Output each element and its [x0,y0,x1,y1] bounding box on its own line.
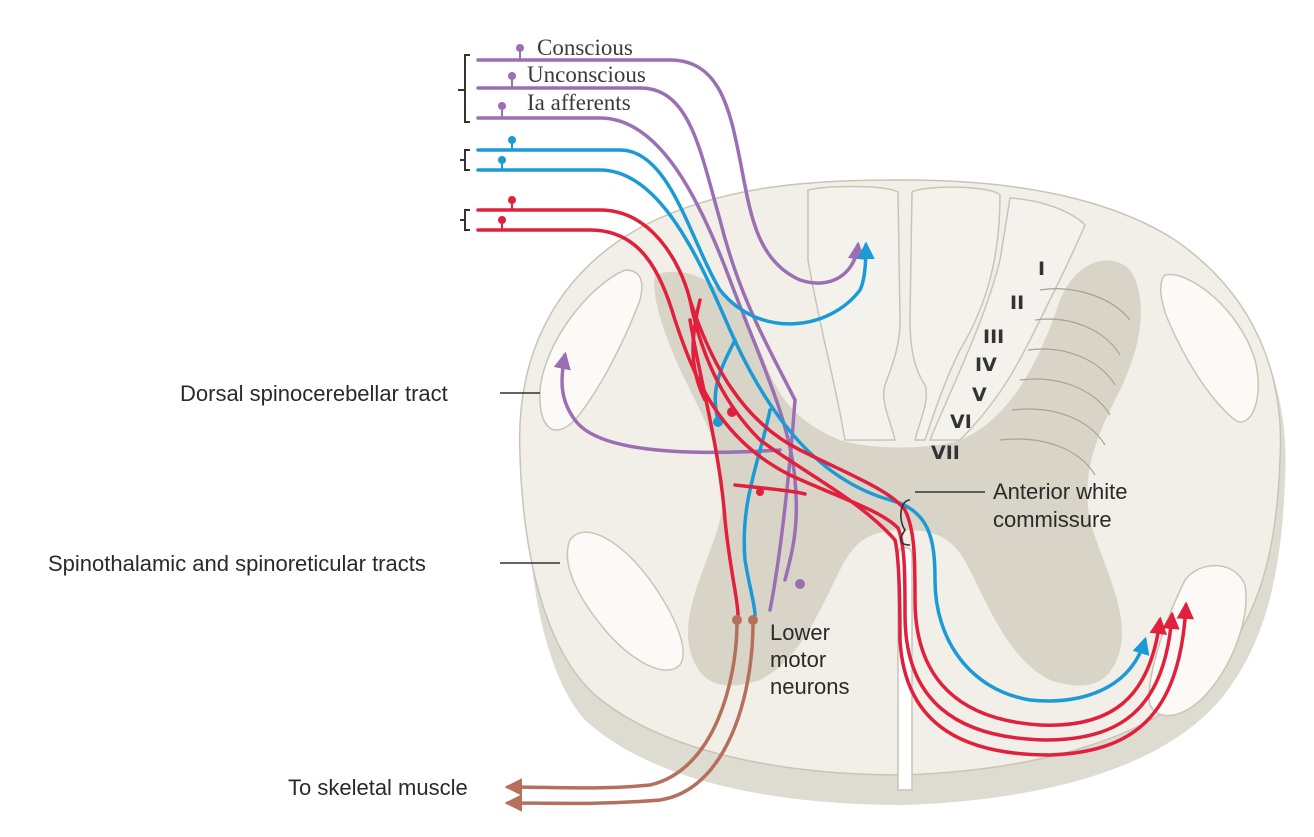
blue-receptor-1 [508,136,516,144]
dorsal-funiculus-right [928,197,1086,441]
purple-lmn-path [768,398,797,612]
blue-crossing-path [476,168,1150,703]
purple-terminal-ia [795,579,805,589]
lamina-I-label: I [1038,258,1045,280]
red-path-2 [476,228,1180,742]
purple-dorsal-spinocerebellar [553,351,782,455]
blue-lmn-path [742,408,772,617]
motor-neuron-2 [748,615,758,625]
blue-receptor-2 [498,156,506,164]
purple-receptor-3 [498,102,506,110]
red-synapse-1 [727,407,737,417]
blue-dorsal-path [476,148,875,326]
skeletal-muscle-label: To skeletal muscle [288,775,468,800]
lamina-IV-label: IV [975,354,997,376]
lateral-column-right [1160,273,1259,423]
purple-ia-path [476,116,799,582]
purple-receptor-2 [508,72,516,80]
afferent-brackets [458,54,470,231]
lamina-III-label: III [983,326,1004,348]
red-pathways [476,196,1195,757]
lamina-V-label: V [972,384,987,406]
lower-motor-label-3: neurons [770,674,850,699]
red-collateral [733,483,807,496]
red-synapse-2 [756,488,764,496]
anterior-commissure-label-1: Anterior white [993,479,1128,504]
lateral-column-left [539,269,643,431]
purple-unconscious-path [476,86,797,402]
motor-output [504,615,758,812]
purple-receptor-1 [516,44,524,52]
purple-conscious-path [476,58,866,285]
anterolateral-column-left [566,531,684,671]
lower-motor-label-1: Lower [770,620,830,645]
conscious-label: Conscious [537,35,633,60]
red-lmn-path [688,318,740,617]
unconscious-label: Unconscious [527,62,646,87]
ia-afferents-label: Ia afferents [527,90,631,115]
motor-neuron-1 [732,615,742,625]
laminae-lines [999,288,1131,476]
purple-pathways [476,44,866,612]
lamina-VII-label: VII [931,442,960,464]
motor-axon-2 [504,620,755,812]
leader-lines [500,392,985,564]
spinal-cord-section [518,179,1286,805]
red-path-3 [688,298,1195,757]
dorsal-spinocerebellar-label: Dorsal spinocerebellar tract [180,381,448,406]
blue-bracket [460,149,470,171]
red-receptor-1 [508,196,516,204]
lamina-VI-label: VI [950,411,972,433]
commissure-brace [900,499,911,546]
lamina-II-label: II [1010,292,1024,314]
purple-bracket [464,54,470,123]
red-receptor-2 [498,216,506,224]
red-bracket [460,209,470,231]
red-interneuron [691,298,707,402]
spinothalamic-label: Spinothalamic and spinoreticular tracts [48,551,426,576]
motor-axon-1 [504,620,739,796]
posterior-column-left [807,185,901,441]
lower-motor-label-2: motor [770,647,826,672]
anterior-commissure-label-2: commissure [993,507,1112,532]
posterior-column-right [909,186,1001,441]
